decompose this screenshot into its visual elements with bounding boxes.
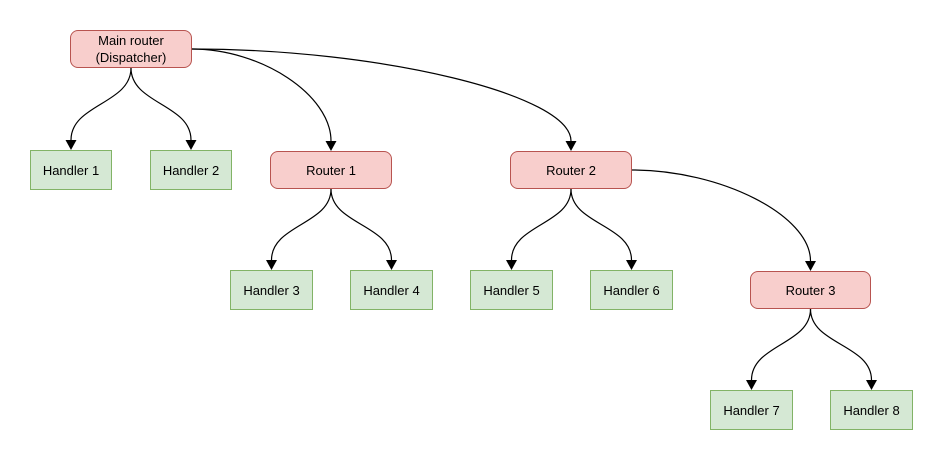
node-handler-8-label: Handler 8 xyxy=(843,402,900,418)
node-handler-4: Handler 4 xyxy=(350,270,433,310)
node-router-3: Router 3 xyxy=(750,271,871,309)
arrowhead-main-router-to-router-1 xyxy=(325,141,337,151)
arrowhead-router-1-to-handler-4 xyxy=(386,260,397,270)
node-handler-5: Handler 5 xyxy=(470,270,553,310)
node-handler-5-label: Handler 5 xyxy=(483,282,540,298)
node-handler-3: Handler 3 xyxy=(230,270,313,310)
node-handler-4-label: Handler 4 xyxy=(363,282,420,298)
arrowhead-router-2-to-handler-6 xyxy=(626,260,637,270)
arrowhead-router-3-to-handler-8 xyxy=(866,380,877,390)
edge-router-2-to-handler-5 xyxy=(510,188,572,261)
node-handler-2: Handler 2 xyxy=(150,150,232,190)
node-handler-1-label: Handler 1 xyxy=(42,162,100,178)
arrowhead-main-router-to-handler-2 xyxy=(185,140,197,150)
arrowhead-router-2-to-handler-5 xyxy=(506,260,517,270)
node-handler-6-label: Handler 6 xyxy=(603,282,660,298)
edge-main-router-to-router-2 xyxy=(191,48,572,142)
arrowhead-router-1-to-handler-3 xyxy=(266,260,277,270)
node-handler-7: Handler 7 xyxy=(710,390,793,430)
edge-router-3-to-handler-8 xyxy=(809,308,873,381)
edge-main-router-to-handler-1 xyxy=(70,67,132,141)
node-handler-1: Handler 1 xyxy=(30,150,112,190)
node-router-1-label: Router 1 xyxy=(306,162,356,178)
edge-router-1-to-handler-4 xyxy=(330,188,393,261)
node-handler-3-label: Handler 3 xyxy=(243,282,300,298)
edge-main-router-to-router-1 xyxy=(191,48,332,142)
arrowhead-router-3-to-handler-7 xyxy=(746,380,757,390)
node-handler-8: Handler 8 xyxy=(830,390,913,430)
node-handler-6: Handler 6 xyxy=(590,270,673,310)
arrowhead-main-router-to-handler-1 xyxy=(65,140,77,150)
node-router-2: Router 2 xyxy=(510,151,632,189)
node-router-2-label: Router 2 xyxy=(546,162,596,178)
node-handler-2-label: Handler 2 xyxy=(162,162,220,178)
edge-router-2-to-handler-6 xyxy=(570,188,633,261)
node-main-router-label: Main router (Dispatcher) xyxy=(95,33,167,65)
node-router-3-label: Router 3 xyxy=(785,282,836,298)
arrowhead-router-2-to-router-3 xyxy=(805,261,816,271)
arrowhead-main-router-to-router-2 xyxy=(565,141,577,151)
edge-main-router-to-handler-2 xyxy=(130,67,192,141)
edge-router-3-to-handler-7 xyxy=(750,308,812,381)
node-main-router: Main router (Dispatcher) xyxy=(70,30,192,68)
edge-router-2-to-router-3 xyxy=(631,169,812,262)
edge-router-1-to-handler-3 xyxy=(270,188,332,261)
node-handler-7-label: Handler 7 xyxy=(723,402,780,418)
node-router-1: Router 1 xyxy=(270,151,392,189)
